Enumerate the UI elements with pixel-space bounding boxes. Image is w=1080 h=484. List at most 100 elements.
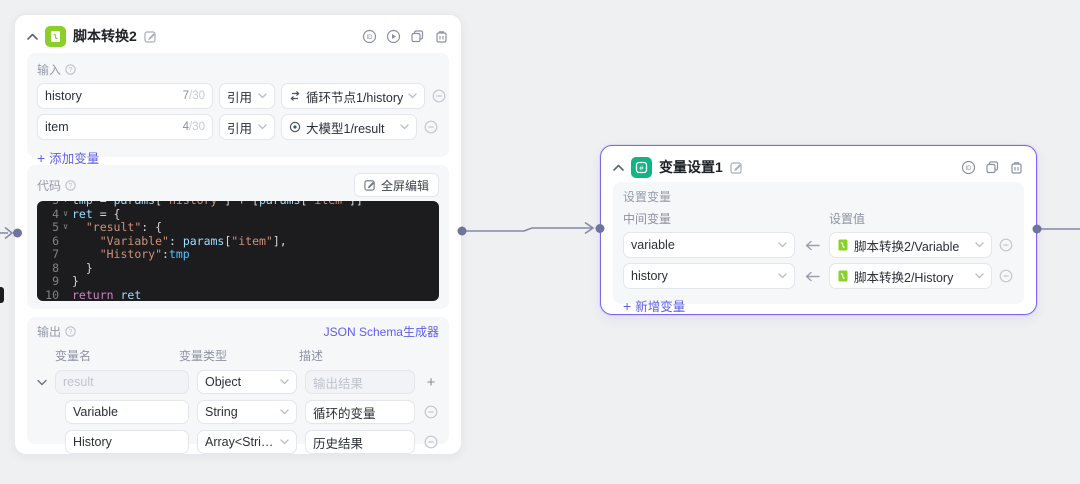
add-variable-label: 新增变量 — [635, 300, 686, 314]
target-variable-select[interactable]: history — [623, 263, 795, 289]
output-row: Variable String 循环的变量 — [37, 400, 439, 424]
input-section-label: 输入 — [37, 63, 62, 77]
script-node-icon — [45, 25, 66, 47]
input-value: history — [45, 89, 82, 103]
chevron-down-icon — [280, 379, 289, 385]
assign-arrow-icon — [801, 271, 823, 282]
run-node-icon[interactable] — [386, 29, 401, 44]
script-ref-icon — [837, 270, 849, 282]
chevron-down-icon — [778, 242, 787, 248]
help-icon[interactable]: ? — [65, 179, 76, 191]
plus-icon: + — [37, 149, 46, 166]
column-header: 变量类型 — [179, 349, 228, 363]
add-variable-button[interactable]: + 新增变量 — [623, 296, 685, 315]
code-line: 3∨tmp = params["history"] + [params["ite… — [42, 201, 439, 208]
remove-row-icon[interactable] — [423, 119, 439, 135]
output-type: Array<String> — [205, 435, 275, 449]
output-row: History Array<String> 历史结果 — [37, 430, 439, 454]
chevron-down-icon — [280, 409, 289, 415]
output-type-select[interactable]: Array<String> — [197, 430, 297, 454]
mode-label: 引用 — [227, 121, 253, 136]
node-action-bar: ID — [961, 160, 1024, 175]
svg-text:#: # — [639, 163, 644, 172]
node-id-icon[interactable]: ID — [961, 160, 976, 175]
json-schema-generator-link[interactable]: JSON Schema生成器 — [323, 325, 439, 339]
rename-icon[interactable] — [730, 161, 743, 174]
output-name-input[interactable]: History — [65, 430, 189, 454]
delete-node-icon[interactable] — [434, 29, 449, 44]
code-line: 6 "Variable": params["item"], — [52, 233, 287, 248]
help-icon[interactable]: ? — [65, 326, 76, 337]
svg-text:ID: ID — [966, 165, 973, 171]
remove-row-icon[interactable] — [423, 434, 439, 450]
reference-value: 循环节点1/history — [306, 90, 404, 105]
offscreen-node-edge — [0, 287, 4, 303]
node-title: 变量设置1 — [659, 159, 723, 175]
mode-select[interactable]: 引用 — [219, 114, 275, 140]
chevron-down-icon — [258, 93, 267, 99]
output-desc: 输出结果 — [313, 376, 364, 391]
add-variable-button[interactable]: + 添加变量 — [37, 148, 99, 167]
mode-select[interactable]: 引用 — [219, 83, 275, 109]
node-title: 脚本转换2 — [73, 28, 137, 44]
chevron-down-icon — [400, 124, 409, 130]
variable-name-input[interactable]: item 4/30 — [37, 114, 213, 140]
variable-node-icon: # — [631, 156, 652, 178]
chevron-down-icon — [778, 273, 787, 279]
target-variable: history — [631, 269, 668, 283]
output-desc-input[interactable]: 历史结果 — [305, 430, 415, 454]
code-editor[interactable]: 3∨tmp = params["history"] + [params["ite… — [37, 201, 439, 301]
add-variable-label: 添加变量 — [49, 152, 100, 166]
variable-node-header: # 变量设置1 ID — [613, 154, 1024, 180]
value-reference-select[interactable]: 脚本转换2/Variable — [829, 232, 992, 258]
output-desc: 历史结果 — [313, 436, 364, 451]
add-child-field-icon[interactable]: + — [426, 373, 436, 391]
output-desc-input[interactable]: 循环的变量 — [305, 400, 415, 424]
collapse-chevron-icon[interactable] — [613, 164, 624, 171]
output-type: String — [205, 405, 238, 419]
output-section-label: 输出 — [37, 325, 62, 339]
column-header: 中间变量 — [623, 212, 672, 226]
output-name-input[interactable]: Variable — [65, 400, 189, 424]
remove-row-icon[interactable] — [423, 404, 439, 420]
node-action-bar: ID — [362, 29, 449, 44]
value-reference-select[interactable]: 脚本转换2/History — [829, 263, 992, 289]
remove-row-icon[interactable] — [998, 268, 1014, 284]
loop-icon — [289, 90, 301, 102]
chevron-down-icon — [280, 439, 289, 445]
char-counter: 7/30 — [182, 90, 205, 102]
output-name: History — [73, 435, 112, 449]
code-line: 9} — [52, 274, 79, 288]
collapse-chevron-icon[interactable] — [27, 33, 38, 40]
char-counter: 4/30 — [182, 121, 205, 133]
chevron-down-icon — [408, 93, 417, 99]
copy-node-icon[interactable] — [985, 160, 1000, 175]
target-variable: variable — [631, 238, 675, 252]
reference-select[interactable]: 循环节点1/history — [281, 83, 426, 109]
remove-row-icon[interactable] — [998, 237, 1014, 253]
node-variable-set[interactable]: # 变量设置1 ID 设置变量 中间变量 设置值 — [600, 145, 1037, 315]
target-variable-select[interactable]: variable — [623, 232, 795, 258]
output-name-input: result — [55, 370, 189, 394]
help-icon[interactable]: ? — [65, 64, 76, 75]
set-row: history 脚本转换2/History — [623, 263, 1014, 289]
node-script-transform[interactable]: 脚本转换2 ID 输入 — [14, 14, 462, 455]
delete-node-icon[interactable] — [1009, 160, 1024, 175]
expand-chevron-icon[interactable] — [37, 379, 47, 386]
script-node-header: 脚本转换2 ID — [27, 23, 449, 49]
input-value: item — [45, 120, 69, 134]
output-type-select[interactable]: Object — [197, 370, 297, 394]
set-row: variable 脚本转换2/Variable — [623, 232, 1014, 258]
output-type-select[interactable]: String — [197, 400, 297, 424]
reference-select[interactable]: 大模型1/result — [281, 114, 417, 140]
fullscreen-edit-button[interactable]: 全屏编辑 — [353, 173, 439, 197]
code-section: 代码 ? 全屏编辑 3∨tmp = params["history"] + [p… — [27, 165, 449, 309]
edit-icon — [364, 179, 376, 191]
variable-name-input[interactable]: history 7/30 — [37, 83, 213, 109]
rename-icon[interactable] — [144, 30, 157, 43]
output-section: 输出 ? JSON Schema生成器 变量名 变量类型 描述 result — [27, 317, 449, 454]
copy-node-icon[interactable] — [410, 29, 425, 44]
node-id-icon[interactable]: ID — [362, 29, 377, 44]
remove-row-icon[interactable] — [431, 88, 447, 104]
